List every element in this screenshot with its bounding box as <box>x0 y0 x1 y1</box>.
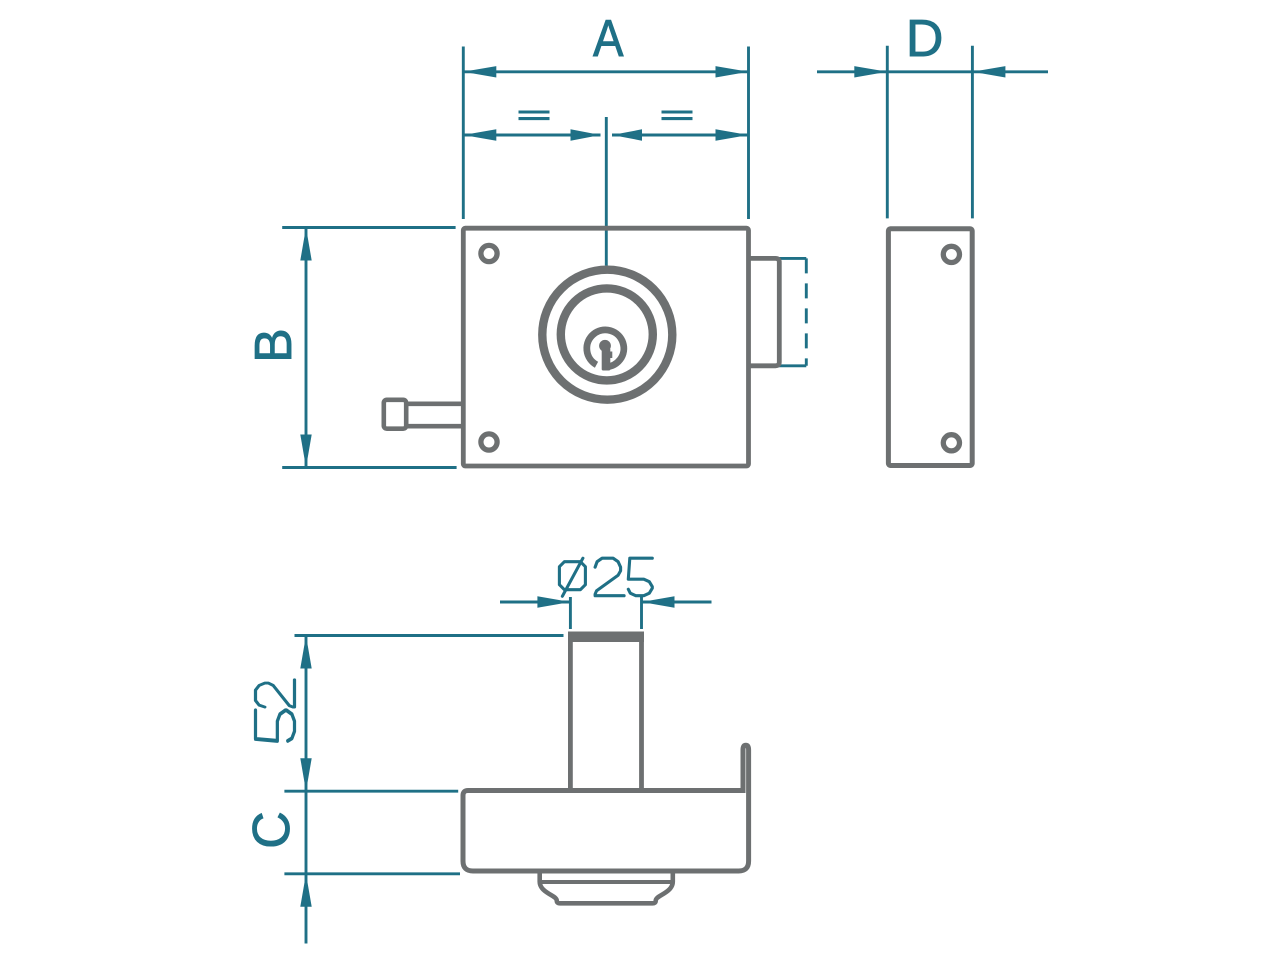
svg-text:A: A <box>593 10 624 67</box>
svg-text:D: D <box>906 10 944 68</box>
svg-text:C: C <box>243 811 301 849</box>
svg-text:B: B <box>245 328 303 363</box>
